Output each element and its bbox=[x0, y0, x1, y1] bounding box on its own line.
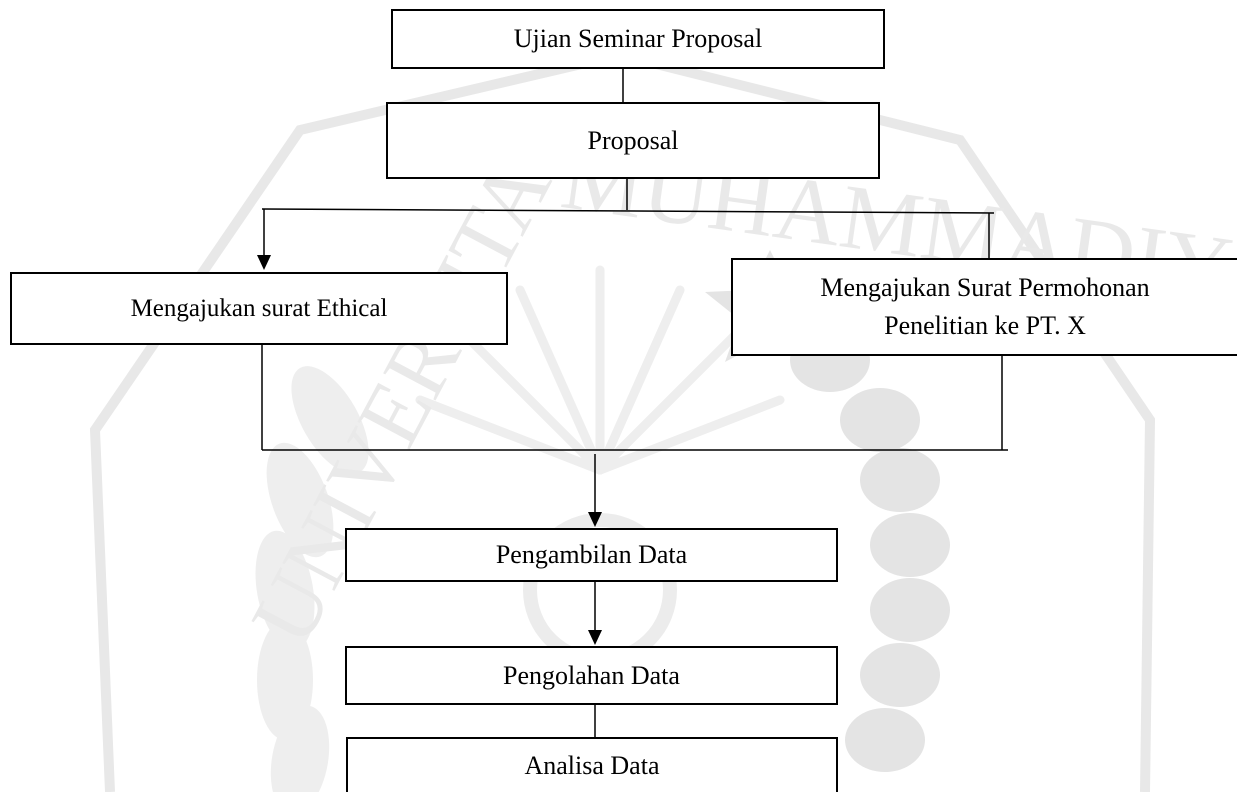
arrowhead-ethical bbox=[257, 255, 271, 270]
node-proposal-label: Proposal bbox=[587, 125, 679, 155]
node-pengambilan-data-label: Pengambilan Data bbox=[495, 540, 688, 569]
edge-branch-bar bbox=[261, 208, 995, 214]
arrowhead-pengambilan bbox=[588, 512, 602, 527]
arrowhead-pengolahan bbox=[588, 630, 602, 645]
node-mengajukan-surat-permohonan-label-line2: Penelitian ke PT. X bbox=[884, 311, 1086, 340]
node-proposal: Proposal bbox=[386, 102, 880, 179]
node-mengajukan-surat-permohonan: Mengajukan Surat Permohonan Penelitian k… bbox=[731, 258, 1237, 356]
node-ujian-seminar-proposal: Ujian Seminar Proposal bbox=[391, 9, 885, 69]
node-ujian-seminar-proposal-label: Ujian Seminar Proposal bbox=[513, 24, 763, 53]
node-mengajukan-surat-ethical: Mengajukan surat Ethical bbox=[10, 272, 508, 345]
node-analisa-data: Analisa Data bbox=[346, 737, 838, 792]
node-analisa-data-label: Analisa Data bbox=[524, 751, 660, 780]
node-pengambilan-data: Pengambilan Data bbox=[345, 528, 838, 582]
node-pengolahan-data-label: Pengolahan Data bbox=[503, 660, 680, 690]
node-mengajukan-surat-permohonan-label-line1: Mengajukan Surat Permohonan bbox=[820, 273, 1150, 302]
node-mengajukan-surat-ethical-label: Mengajukan surat Ethical bbox=[130, 294, 388, 322]
node-pengolahan-data: Pengolahan Data bbox=[345, 646, 838, 705]
